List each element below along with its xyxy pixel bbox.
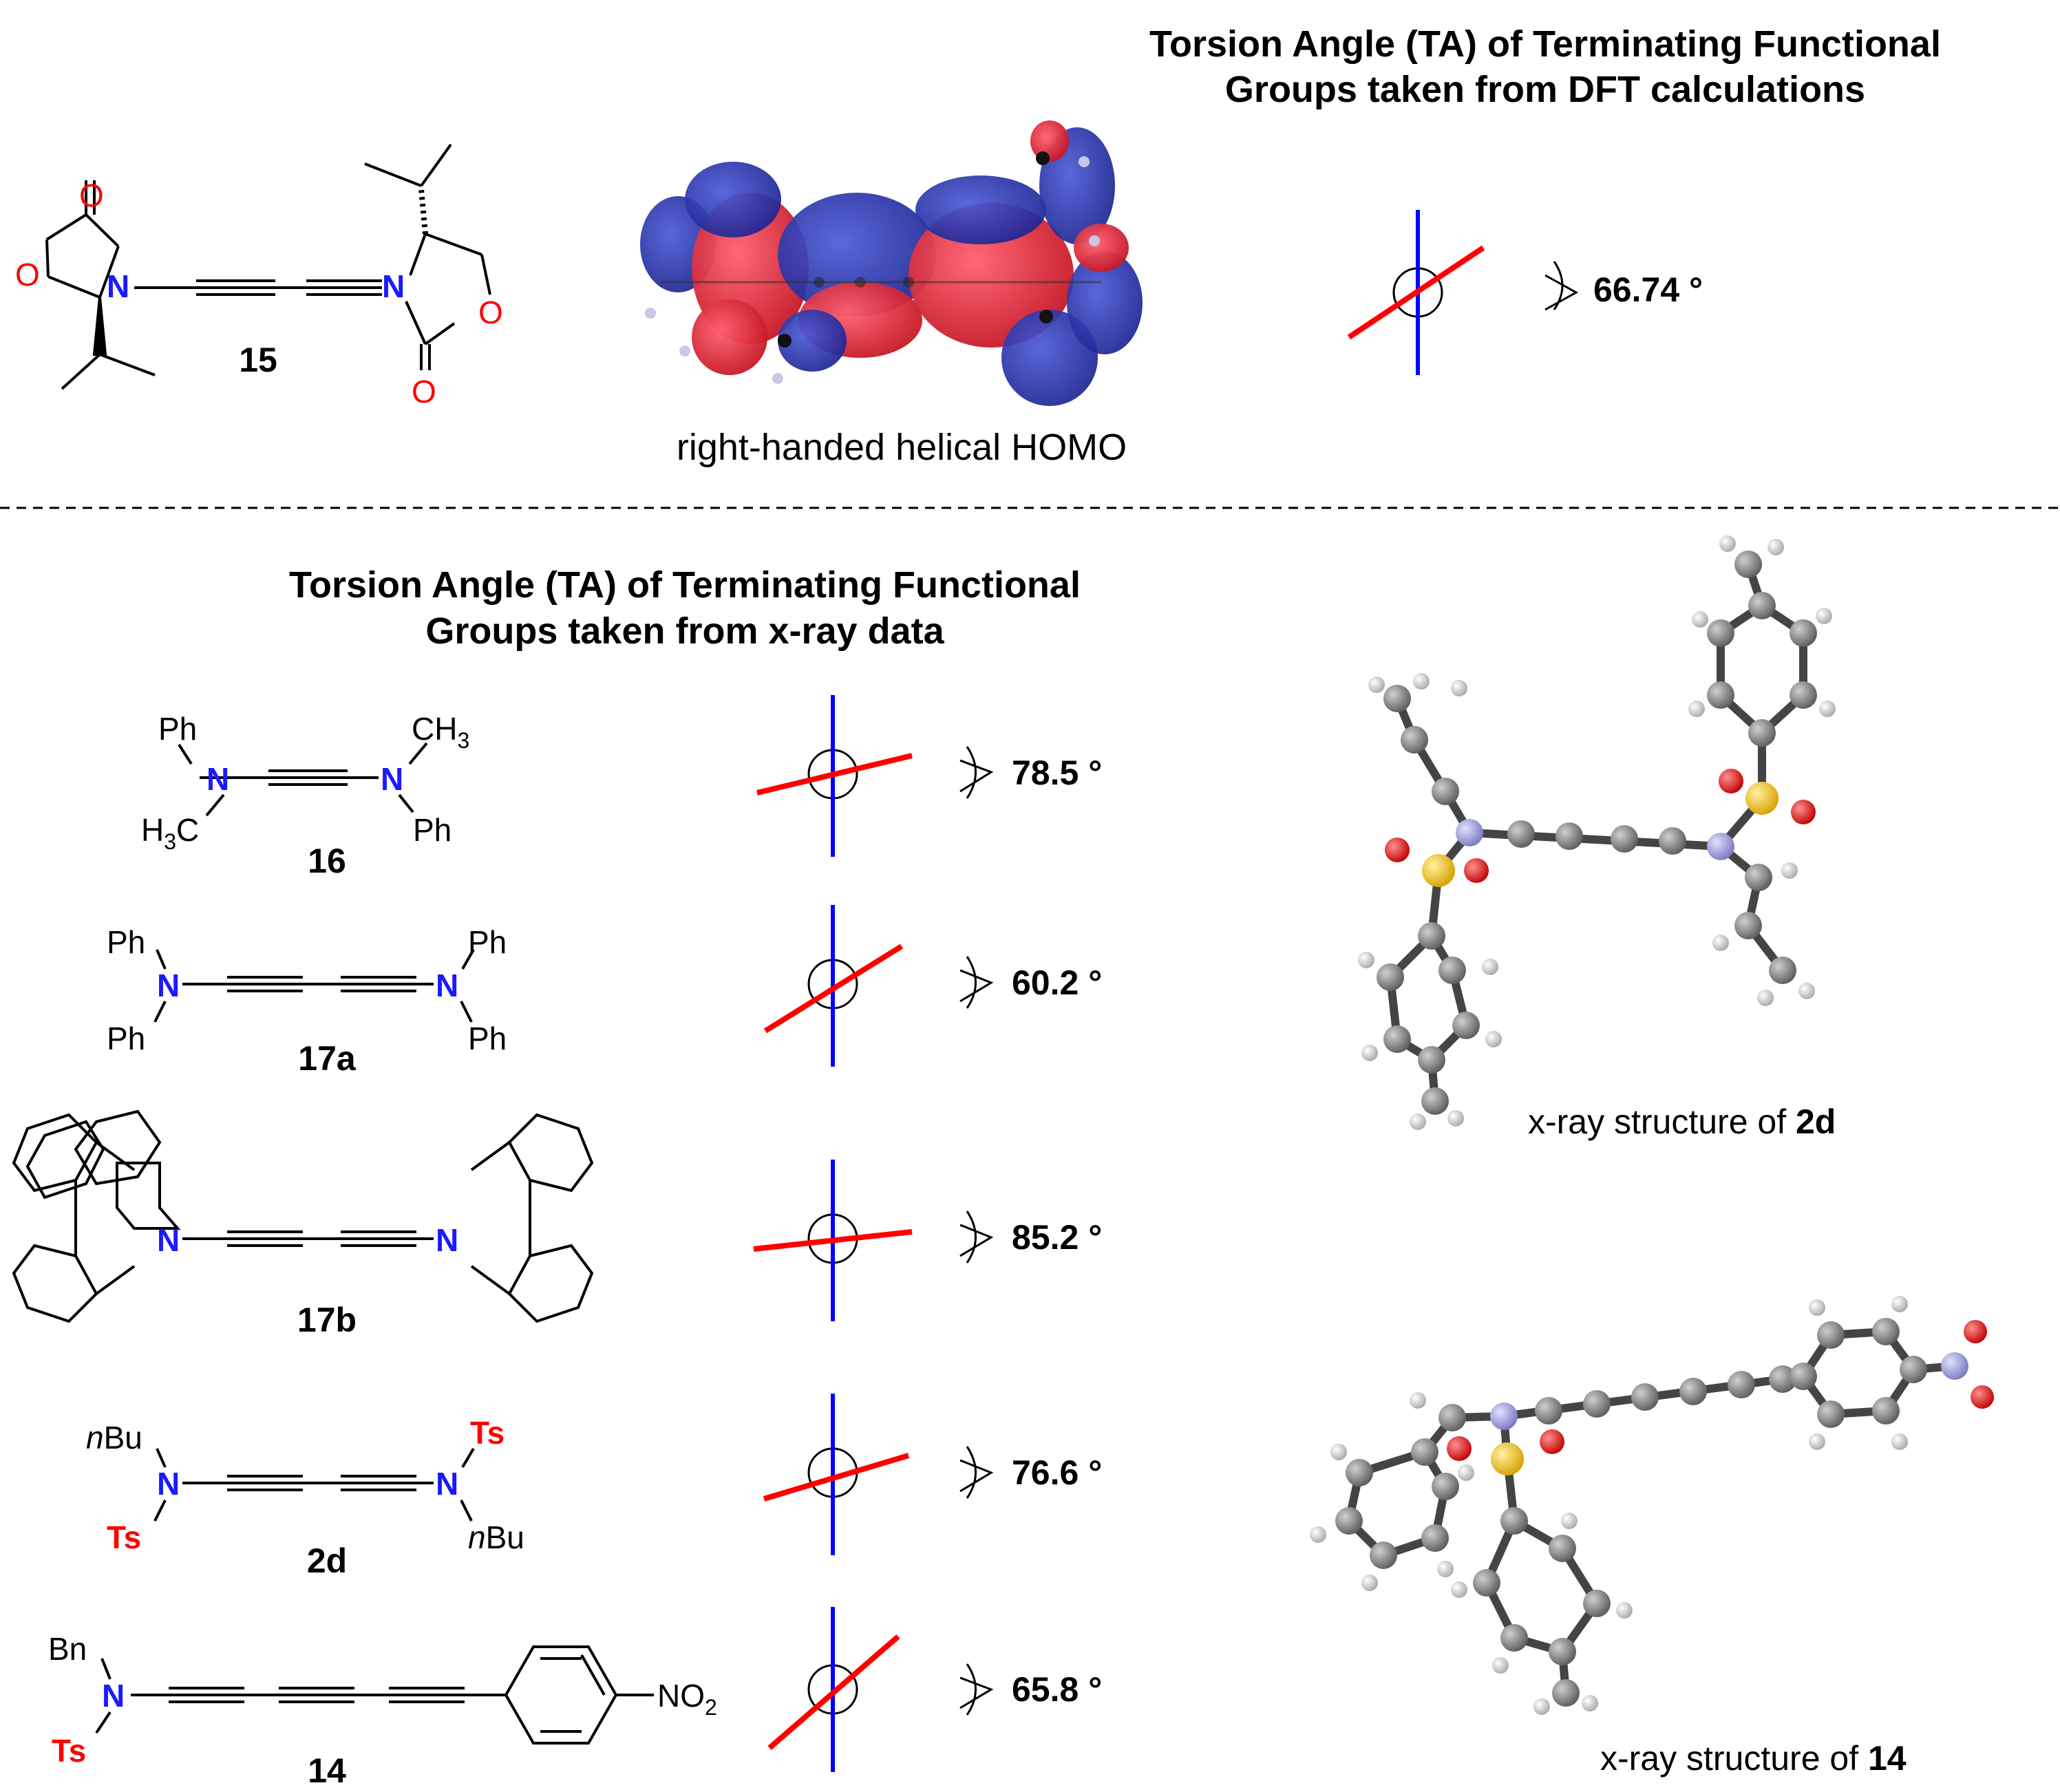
compound-label: 17a: [298, 1039, 357, 1078]
atom-o: O: [478, 295, 503, 330]
newman-projection-14: [767, 1607, 994, 1772]
atom-bn: Bn: [48, 1631, 87, 1667]
dft-title-line1: Torsion Angle (TA) of Terminating Functi…: [1149, 23, 1941, 65]
atom-ph: Ph: [107, 924, 145, 960]
structure-2d: [153, 1447, 475, 1522]
homo-orbital-image: [640, 120, 1143, 406]
atom-ts: Ts: [470, 1415, 505, 1451]
atom-n: N: [206, 761, 229, 797]
structure-2d-atoms: nBu N Ts N Ts nBu: [86, 1415, 524, 1555]
atom-n: N: [107, 268, 129, 304]
atom-ph: Ph: [468, 1021, 507, 1056]
atom-n: N: [381, 761, 403, 797]
newman-projection-15: [1347, 210, 1579, 375]
xray-2d-caption: x-ray structure of 2d: [1528, 1102, 1836, 1141]
atom-o: O: [15, 257, 40, 292]
structure-17a: [153, 949, 475, 1023]
xray-structure-2d-atoms: [1358, 535, 1836, 1130]
angle-value: 85.2 °: [1012, 1218, 1102, 1257]
atom-ts: Ts: [52, 1733, 86, 1769]
angle-15: 66.74 °: [1593, 270, 1703, 309]
atom-ph: Ph: [468, 924, 507, 960]
atom-n: N: [157, 1466, 180, 1502]
angle-value: 65.8 °: [1012, 1670, 1102, 1709]
structure-16-atoms: Ph N N CH3 H3C Ph: [141, 711, 469, 854]
atom-ph: Ph: [413, 812, 452, 848]
compound-label: 16: [308, 842, 346, 880]
angle-value: 60.2 °: [1012, 963, 1102, 1002]
structure-17b: [12, 1109, 594, 1323]
structure-17b-atoms: N N: [157, 1222, 458, 1258]
atom-ch3: CH3: [412, 711, 469, 753]
xray-title-line1: Torsion Angle (TA) of Terminating Functi…: [289, 564, 1081, 606]
compound-15-label: 15: [239, 341, 277, 379]
atom-n: N: [436, 968, 458, 1003]
atom-ph: Ph: [107, 1021, 145, 1056]
structure-14: [95, 1645, 654, 1745]
atom-nbu: nBu: [86, 1420, 142, 1455]
atom-o: O: [79, 178, 104, 213]
atom-n: N: [382, 268, 405, 304]
dft-title-line2: Groups taken from DFT calculations: [1225, 69, 1865, 110]
angle-value: 76.6 °: [1012, 1453, 1102, 1492]
structure-17a-atoms: Ph N Ph N Ph Ph: [107, 924, 507, 1056]
xray-structure-14-atoms: [1310, 1296, 1994, 1715]
xray-title-line2: Groups taken from x-ray data: [425, 610, 944, 652]
compound-label: 17b: [297, 1301, 357, 1339]
structure-15-atoms: O O N N O O: [15, 178, 503, 409]
structure-15: [45, 143, 491, 390]
newman-projection-16: [756, 695, 994, 857]
atom-ts: Ts: [107, 1519, 141, 1555]
atom-n: N: [157, 968, 180, 1003]
compound-label: 14: [308, 1751, 346, 1790]
atom-o: O: [412, 374, 436, 409]
angle-value: 78.5 °: [1012, 754, 1102, 792]
structure-14-atoms: Bn N Ts NO2: [48, 1631, 717, 1769]
homo-caption: right-handed helical HOMO: [677, 427, 1127, 468]
atom-n: N: [157, 1222, 180, 1258]
xray-14-caption: x-ray structure of 14: [1600, 1739, 1907, 1778]
newman-projection-17b: [753, 1160, 994, 1321]
compound-label: 2d: [307, 1542, 347, 1580]
atom-ph: Ph: [158, 711, 197, 747]
atom-no2: NO2: [657, 1678, 717, 1720]
newman-projection-17a: [763, 905, 994, 1067]
atom-h3c: H3C: [141, 812, 199, 854]
xray-structure-2d-image: [1386, 563, 1807, 1102]
atom-n: N: [102, 1678, 125, 1714]
atom-nbu: nBu: [468, 1519, 524, 1555]
structure-16: [178, 742, 428, 817]
atom-n: N: [436, 1222, 458, 1258]
newman-projection-2d: [763, 1394, 994, 1555]
atom-n: N: [436, 1466, 458, 1502]
